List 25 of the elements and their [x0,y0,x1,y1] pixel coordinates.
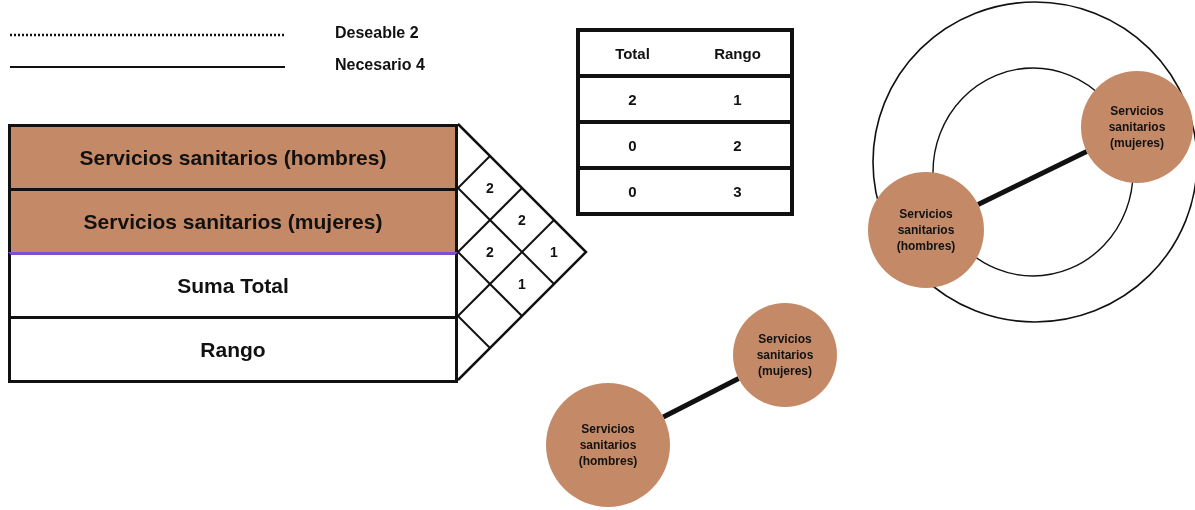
table-value: 0 [578,122,685,168]
table-value: 2 [578,76,685,122]
connector-line [662,376,740,420]
matrix-row: Suma Total [8,252,458,319]
legend-label: Deseable 2 [335,24,419,42]
table-value: 0 [578,168,685,214]
space-bubble: Servicios sanitarios (hombres) [546,383,670,507]
space-bubble: Servicios sanitarios (hombres) [868,172,984,288]
space-bubble: Servicios sanitarios (mujeres) [733,303,837,407]
table-value: 2 [685,122,792,168]
column-heading: Rango [685,30,792,76]
table-value: 3 [685,168,792,214]
legend-label: Necesario 4 [335,56,425,74]
matrix-row: Rango [8,316,458,383]
relationship-value: 2 [486,180,494,196]
column-heading: Total [578,30,685,76]
relationship-value: 1 [518,276,526,292]
table-value: 1 [685,76,792,122]
space-bubble: Servicios sanitarios (mujeres) [1081,71,1193,183]
relationship-value: 1 [550,244,558,260]
matrix-row: Servicios sanitarios (hombres) [8,124,458,191]
matrix-row: Servicios sanitarios (mujeres) [8,188,458,255]
relationship-value: 2 [518,212,526,228]
relationship-value: 2 [486,244,494,260]
connector-line [977,149,1088,207]
